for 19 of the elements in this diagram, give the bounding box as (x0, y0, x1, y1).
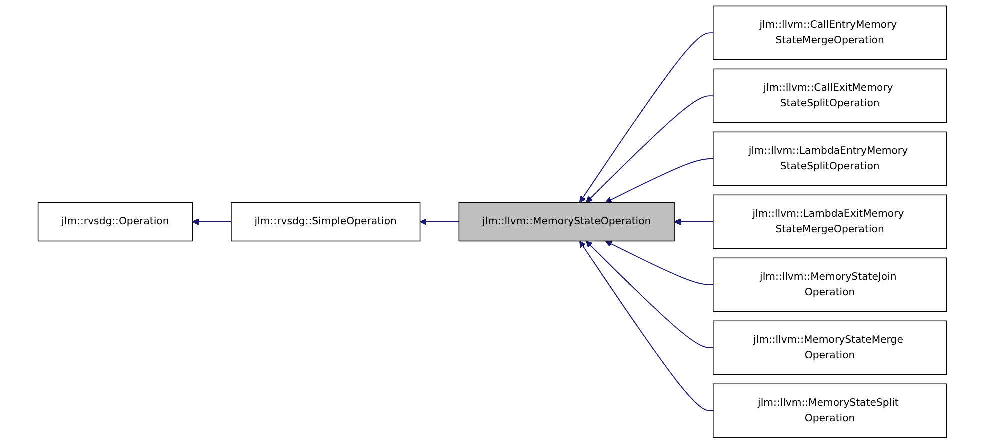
node-box: jlm::rvsdg::SimpleOperation (231, 202, 421, 242)
arrow (579, 240, 714, 412)
arrow (605, 240, 714, 286)
node-box: jlm::llvm::CallEntryMemory StateMergeOperation (713, 6, 948, 60)
arrow (674, 218, 714, 226)
node-box: jlm::llvm::MemoryStateJoin Operation (713, 258, 948, 312)
node-box: jlm::llvm::MemoryStateOperation (458, 202, 675, 242)
arrow (586, 240, 714, 348)
node-box: jlm::llvm::LambdaExitMemory StateMergeOperation (713, 194, 948, 250)
arrow (192, 218, 232, 226)
node-box: jlm::rvsdg::Operation (38, 202, 193, 242)
arrow (605, 158, 714, 204)
node-box: jlm::llvm::CallExitMemory StateSplitOperation (713, 68, 948, 124)
arrow (579, 32, 714, 204)
arrow (586, 96, 714, 204)
arrow (420, 218, 460, 226)
node-box: jlm::llvm::MemoryStateSplit Operation (713, 384, 948, 438)
node-box: jlm::llvm::MemoryStateMerge Operation (713, 320, 948, 376)
node-box: jlm::llvm::LambdaEntryMemory StateSplitOperation (713, 132, 948, 186)
